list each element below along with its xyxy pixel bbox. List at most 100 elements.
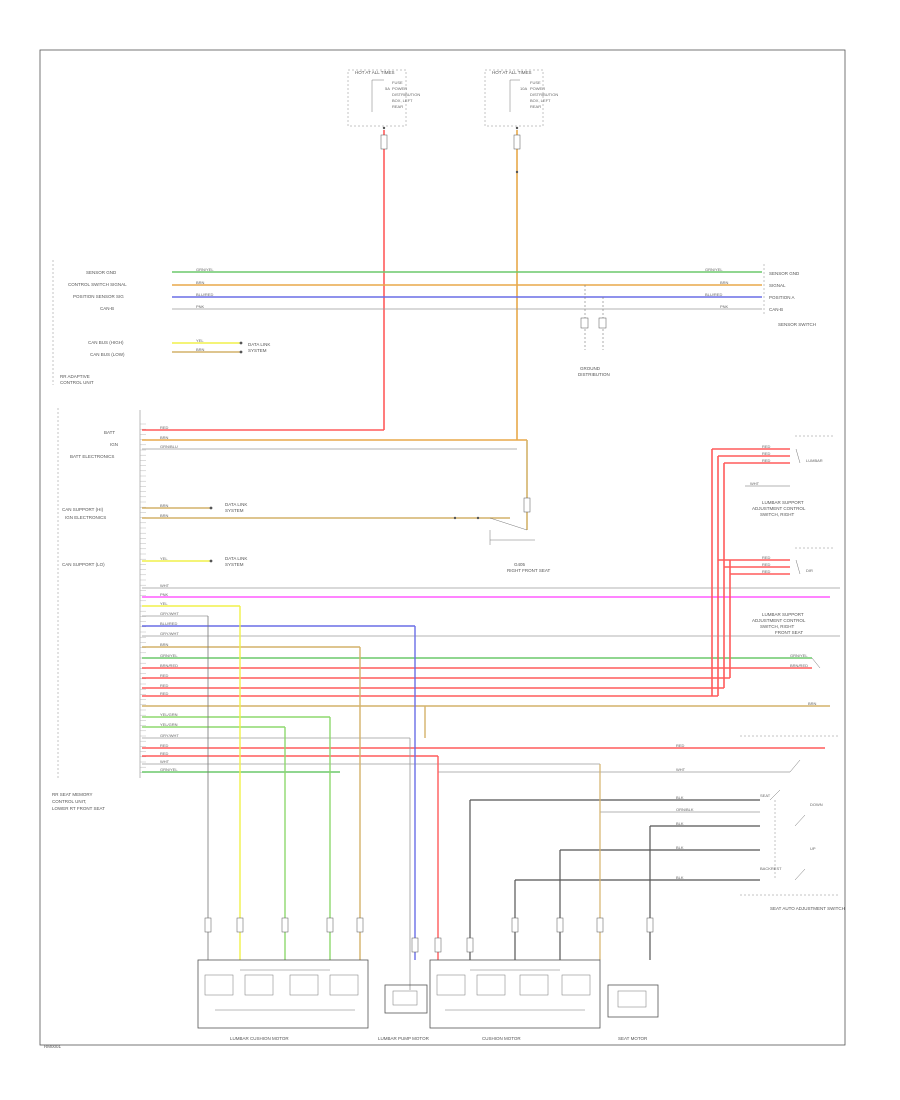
svg-text:PNK: PNK — [160, 592, 169, 597]
svg-text:UP: UP — [810, 846, 816, 851]
svg-text:LUMBAR PUMP MOTOR: LUMBAR PUMP MOTOR — [378, 1036, 430, 1041]
svg-text:SIGNAL: SIGNAL — [769, 283, 786, 288]
svg-text:SEAT: SEAT — [760, 793, 771, 798]
can-left-labels: SENSOR GND CONTROL SWITCH SIGNAL POSITIO… — [52, 260, 127, 385]
memory-switch-small: GRN/YEL BRN/RED — [790, 653, 821, 669]
svg-text:LUMBAR SUPPORT: LUMBAR SUPPORT — [762, 612, 804, 617]
svg-text:WHT: WHT — [750, 481, 760, 486]
svg-text:RIGHT FRONT SEAT: RIGHT FRONT SEAT — [507, 568, 551, 573]
fuse-box-b: HOT AT ALL TIMES 10A FUSE POWER DISTRIBU… — [484, 69, 558, 127]
svg-text:BLU/RED: BLU/RED — [160, 621, 177, 626]
lower-wires: YEL/GRN YEL/GRN GRY/WHT RED RED WHT GRN/… — [142, 701, 830, 773]
svg-text:DISTRIBUTION: DISTRIBUTION — [392, 92, 420, 97]
lumbar-cushion-motor: LUMBAR CUSHION MOTOR — [197, 959, 369, 1041]
svg-text:RED: RED — [762, 555, 771, 560]
svg-text:BRN: BRN — [160, 503, 169, 508]
svg-text:BRN: BRN — [808, 701, 817, 706]
svg-text:SEAT MOTOR: SEAT MOTOR — [618, 1036, 648, 1041]
svg-text:BRN: BRN — [160, 435, 169, 440]
svg-text:CAN-B: CAN-B — [100, 306, 114, 311]
svg-text:CAN BUS (HIGH): CAN BUS (HIGH) — [88, 340, 124, 345]
svg-text:LUMBAR: LUMBAR — [806, 458, 823, 463]
signal-wires: WHT PNK YEL GRY/WHT BLU/RED GRY/WHT BRN … — [142, 583, 840, 697]
svg-text:YEL: YEL — [160, 556, 168, 561]
svg-text:RED: RED — [762, 458, 771, 463]
svg-text:FUSE: FUSE — [530, 80, 541, 85]
svg-text:POSITION A: POSITION A — [769, 295, 795, 300]
svg-text:BLK: BLK — [676, 875, 684, 880]
svg-text:GRN/YEL: GRN/YEL — [160, 653, 178, 658]
svg-text:GRN/YEL: GRN/YEL — [160, 767, 178, 772]
svg-text:GRY/WHT: GRY/WHT — [160, 631, 179, 636]
svg-text:RED: RED — [160, 673, 169, 678]
svg-text:LUMBAR CUSHION MOTOR: LUMBAR CUSHION MOTOR — [230, 1036, 289, 1041]
svg-text:SWITCH, RIGHT: SWITCH, RIGHT — [760, 624, 794, 629]
footer-ref: RM0001 — [44, 1044, 62, 1049]
svg-text:BRN/RED: BRN/RED — [790, 663, 808, 668]
svg-text:DATA LINK: DATA LINK — [248, 342, 270, 347]
lumbar-switch-2: DIR LUMBAR SUPPORT ADJUSTMENT CONTROL SW… — [752, 547, 835, 635]
svg-text:BATT ELECTRONICS: BATT ELECTRONICS — [70, 454, 114, 459]
svg-text:BOX, LEFT: BOX, LEFT — [530, 98, 551, 103]
svg-text:GRY/WHT: GRY/WHT — [160, 611, 179, 616]
svg-text:RED: RED — [160, 691, 169, 696]
svg-text:PNK: PNK — [720, 304, 729, 309]
svg-text:GRN/YEL: GRN/YEL — [705, 267, 723, 272]
svg-text:BLK: BLK — [676, 795, 684, 800]
svg-text:FUSE: FUSE — [392, 80, 403, 85]
svg-text:IGN ELECTRONICS: IGN ELECTRONICS — [65, 515, 106, 520]
svg-text:BACKREST: BACKREST — [760, 866, 782, 871]
svg-text:ORN/BLK: ORN/BLK — [676, 807, 694, 812]
svg-text:GROUND: GROUND — [580, 366, 601, 371]
svg-text:BRN: BRN — [160, 513, 169, 518]
svg-text:5A: 5A — [385, 86, 390, 91]
svg-text:GRN/YEL: GRN/YEL — [790, 653, 808, 658]
svg-text:YEL/GRN: YEL/GRN — [160, 712, 178, 717]
lumbar-pump-motor: LUMBAR PUMP MOTOR — [378, 984, 430, 1041]
svg-text:BLK: BLK — [676, 845, 684, 850]
seat-motor: SEAT MOTOR — [607, 984, 659, 1041]
svg-text:WHT: WHT — [160, 759, 170, 764]
svg-text:RED: RED — [160, 683, 169, 688]
svg-text:SENSOR GND: SENSOR GND — [769, 271, 800, 276]
svg-text:DISTRIBUTION: DISTRIBUTION — [578, 372, 610, 377]
svg-text:RED: RED — [160, 425, 169, 430]
svg-text:SWITCH, RIGHT: SWITCH, RIGHT — [760, 512, 794, 517]
svg-text:GRN/YEL: GRN/YEL — [196, 267, 214, 272]
svg-text:CONTROL SWITCH SIGNAL: CONTROL SWITCH SIGNAL — [68, 282, 127, 287]
svg-text:POWER: POWER — [530, 86, 545, 91]
svg-text:BRN: BRN — [160, 642, 169, 647]
svg-text:YEL/GRN: YEL/GRN — [160, 722, 178, 727]
svg-text:GRY/WHT: GRY/WHT — [160, 733, 179, 738]
svg-text:YEL: YEL — [196, 338, 204, 343]
svg-text:RR ADAPTIVE: RR ADAPTIVE — [60, 374, 90, 379]
svg-text:DATA LINK: DATA LINK — [225, 556, 247, 561]
svg-text:SYSTEM: SYSTEM — [225, 508, 244, 513]
sensor-switch: SENSOR GND SIGNAL POSITION A CAN-B SENSO… — [763, 264, 816, 327]
data-link-ground: GROUND DISTRIBUTION — [578, 285, 610, 377]
fuse-feeds — [380, 126, 521, 440]
svg-text:BRN: BRN — [720, 280, 729, 285]
svg-text:ADJUSTMENT CONTROL: ADJUSTMENT CONTROL — [752, 618, 806, 623]
svg-text:BLK: BLK — [676, 821, 684, 826]
svg-text:FRONT SEAT: FRONT SEAT — [775, 630, 803, 635]
right-verticals: RED RED RED RED RED RED WHT — [711, 444, 790, 696]
svg-text:LOWER RT FRONT SEAT: LOWER RT FRONT SEAT — [52, 806, 105, 811]
svg-text:SYSTEM: SYSTEM — [248, 348, 267, 353]
svg-text:RED: RED — [160, 743, 169, 748]
svg-text:DISTRIBUTION: DISTRIBUTION — [530, 92, 558, 97]
motor-feeds — [204, 606, 654, 990]
svg-text:SENSOR SWITCH: SENSOR SWITCH — [778, 322, 816, 327]
svg-text:HOT AT ALL TIMES: HOT AT ALL TIMES — [492, 70, 532, 75]
svg-text:SENSOR GND: SENSOR GND — [86, 270, 117, 275]
svg-text:DATA LINK: DATA LINK — [225, 502, 247, 507]
seat-switch-bank: SEAT DOWN BACKREST UP SEAT AUTO ADJUSTME… — [438, 735, 845, 911]
svg-text:BRN: BRN — [196, 280, 205, 285]
svg-text:CAN-B: CAN-B — [769, 307, 783, 312]
svg-text:BOX, LEFT: BOX, LEFT — [392, 98, 413, 103]
svg-text:BLU/RED: BLU/RED — [196, 292, 213, 297]
svg-text:PNK: PNK — [196, 304, 205, 309]
svg-text:IGN: IGN — [110, 442, 118, 447]
svg-text:GRN/BLU: GRN/BLU — [160, 444, 178, 449]
